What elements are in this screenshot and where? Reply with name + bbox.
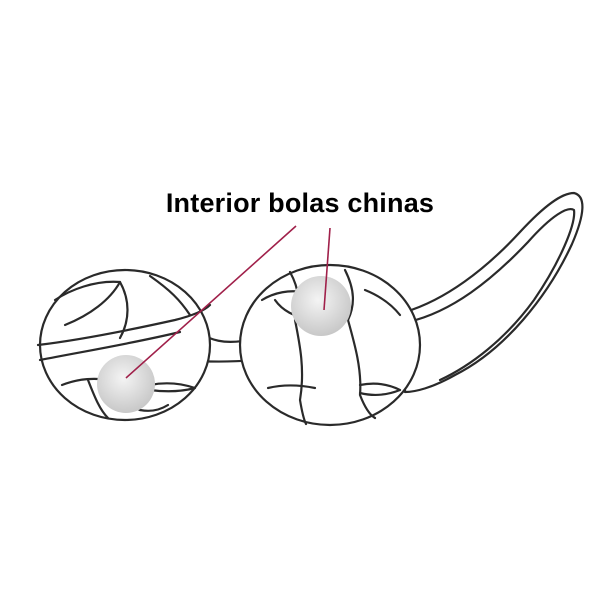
annotation-leaders — [125, 225, 331, 379]
retrieval-loop — [403, 191, 584, 394]
leader-line-right — [323, 227, 331, 311]
annotation-label: Interior bolas chinas — [165, 188, 435, 218]
retrieval-loop-inner — [406, 208, 576, 382]
leader-line-left — [125, 225, 297, 379]
interior-ball-right — [291, 276, 351, 336]
interior-ball-left — [97, 355, 155, 413]
